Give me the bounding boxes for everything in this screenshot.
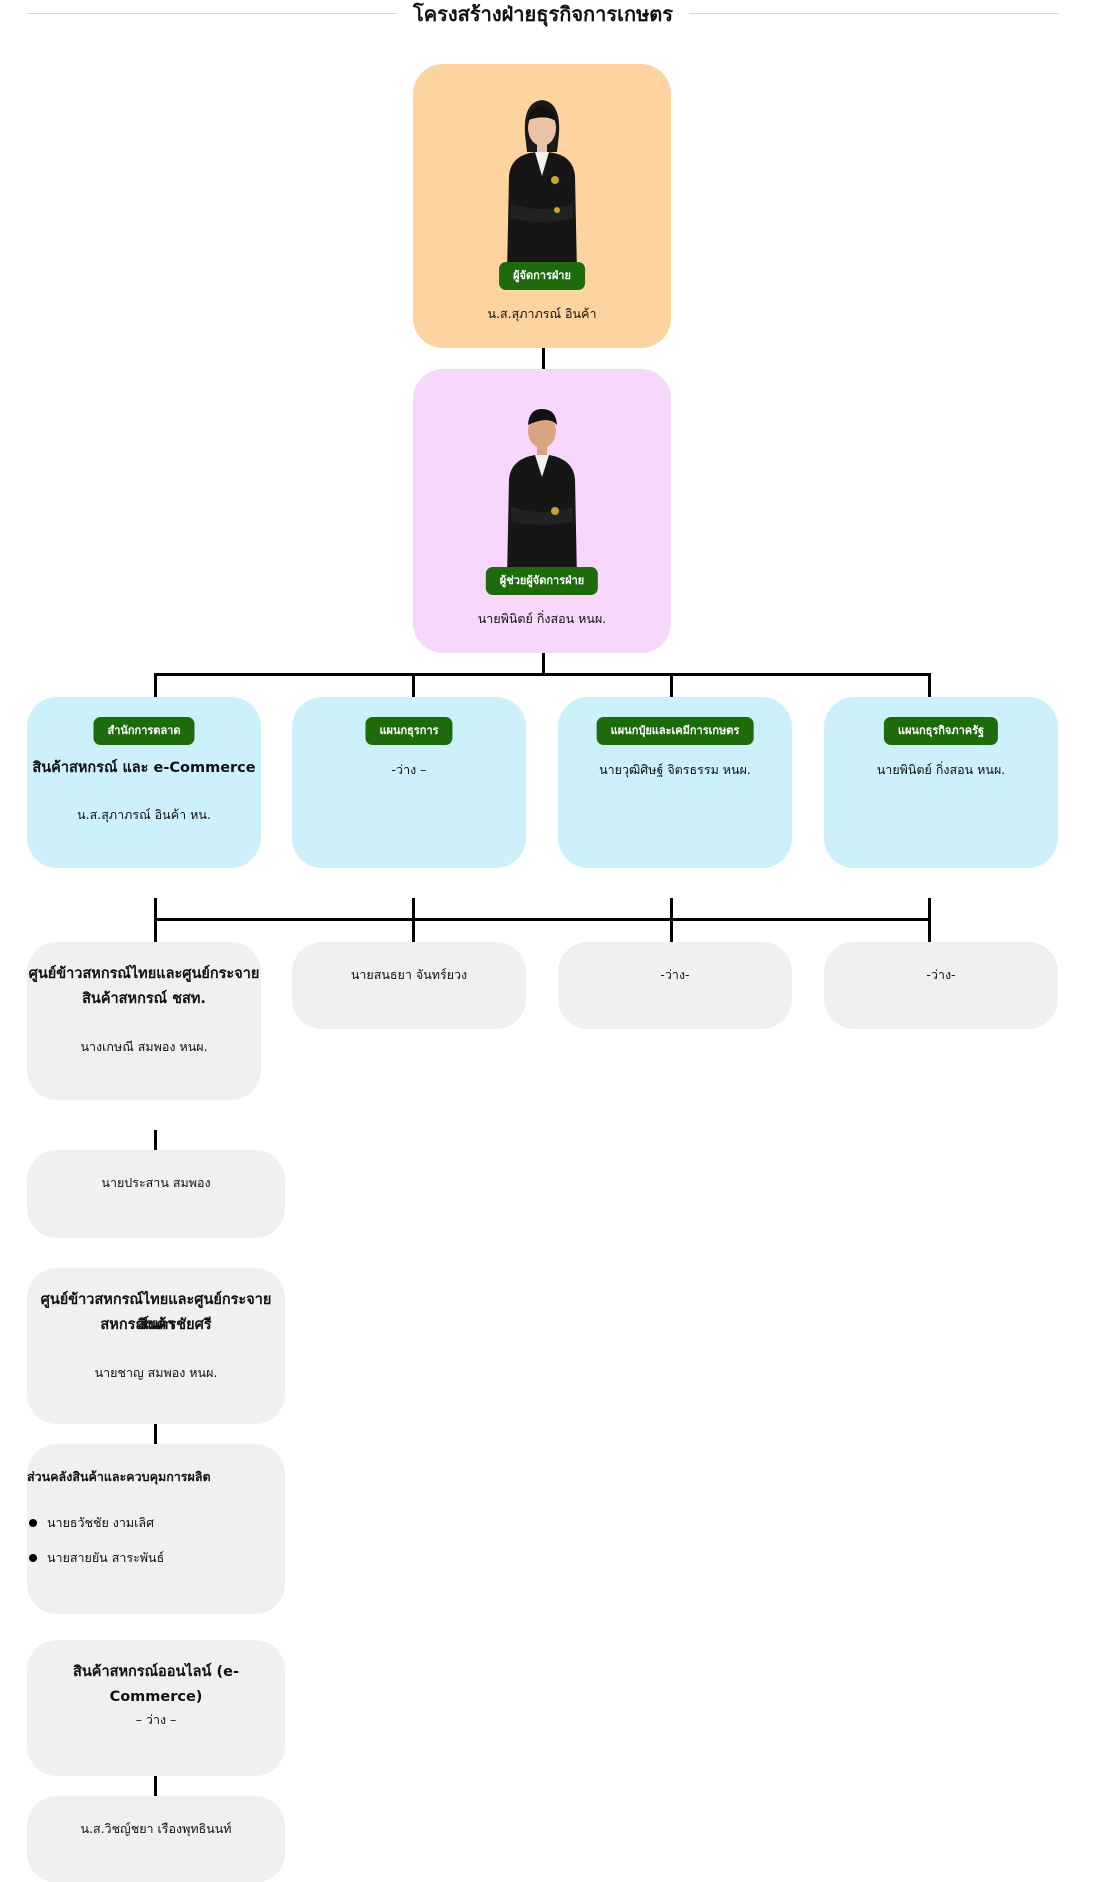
- connector-subunit-4: [928, 898, 931, 942]
- department-head-government: นายพินิตย์ กิ่งสอน หนผ.: [876, 762, 1006, 777]
- warehouse-member-list: นายธวัชชัย งามเลิศ นายสายยัน สาระพันธ์: [27, 1514, 164, 1584]
- staff-name-prasan: นายประสาน สมพอง: [101, 1175, 211, 1190]
- connector-department-bus: [154, 673, 931, 676]
- department-card-fertilizer: แผนกปุ๋ยและเคมีการเกษตร นายวุฒิศิษฐ์ จิต…: [558, 697, 792, 868]
- subunit-card-rice-center: ศูนย์ข้าวสหกรณ์ไทยและศูนย์กระจาย สินค้าส…: [27, 942, 261, 1100]
- subunit-name-government-staff: -ว่าง-: [926, 967, 956, 982]
- connector-department-2: [412, 673, 415, 697]
- assistant-card: ผู้ช่วยผู้จัดการฝ่าย นายพินิตย์ กิ่งสอน …: [413, 369, 671, 653]
- subunit-card-admin-staff: นายสนธยา จันทร์ยวง: [292, 942, 526, 1029]
- department-badge-fertilizer: แผนกปุ๋ยและเคมีการเกษตร: [596, 717, 754, 745]
- page-title-text: โครงสร้างฝ่ายธุรกิจการเกษตร: [399, 2, 687, 26]
- subunit-name-admin-staff: นายสนธยา จันทร์ยวง: [350, 967, 468, 982]
- subunit-name-fertilizer-staff: -ว่าง-: [660, 967, 690, 982]
- connector-col1-a: [154, 1130, 157, 1150]
- department-card-marketing: สำนักการตลาด สินค้าสหกรณ์ และ e-Commerce…: [27, 697, 261, 868]
- subunit-card-fertilizer-staff: -ว่าง-: [558, 942, 792, 1029]
- connector-subunit-bus: [154, 918, 931, 921]
- connector-subunit-3: [670, 898, 673, 942]
- page-title: โครงสร้างฝ่ายธุรกิจการเกษตร: [27, 0, 1059, 28]
- manager-name: น.ส.สุภาภรณ์ อินค้า: [487, 306, 597, 321]
- department-badge-admin: แผนกธุรการ: [365, 717, 453, 745]
- department-head-fertilizer: นายวุฒิศิษฐ์ จิตรธรรม หนผ.: [599, 762, 751, 777]
- connector-col1-c: [154, 1776, 157, 1796]
- department-head-admin: -ว่าง –: [391, 762, 427, 777]
- connector-department-3: [670, 673, 673, 697]
- manager-role-badge: ผู้จัดการฝ่าย: [499, 262, 585, 290]
- connector-department-4: [928, 673, 931, 697]
- connector-subunit-1: [154, 898, 157, 942]
- assistant-role-badge: ผู้ช่วยผู้จัดการฝ่าย: [485, 567, 599, 595]
- ecommerce-card: สินค้าสหกรณ์ออนไลน์ (e-Commerce) – ว่าง …: [27, 1640, 285, 1776]
- warehouse-heading: ส่วนคลังสินค้าและควบคุมการผลิต: [27, 1469, 211, 1484]
- connector-assistant-bus: [542, 653, 545, 675]
- staff-card-witchaya: น.ส.วิชญ์ชยา เรืองพุทธินนท์: [27, 1796, 285, 1882]
- connector-department-1: [154, 673, 157, 697]
- subunit-heading-line1: ศูนย์ข้าวสหกรณ์ไทยและศูนย์กระจาย: [28, 966, 260, 982]
- subunit-head-rice-center: นางเกษณี สมพอง หนผ.: [80, 1039, 208, 1054]
- nakhonchaisi-heading-line2: สหกรณ์นครชัยศรี: [100, 1317, 212, 1333]
- connector-subunit-2: [412, 898, 415, 942]
- assistant-photo: [507, 409, 577, 579]
- chart-title-row: โครงสร้างฝ่ายธุรกิจการเกษตร: [27, 0, 1059, 28]
- manager-photo: [507, 100, 577, 274]
- warehouse-member: นายธวัชชัย งามเลิศ: [27, 1514, 164, 1549]
- subunit-card-nakhonchaisi: ศูนย์ข้าวสหกรณ์ไทยและศูนย์กระจายสินค้า ส…: [27, 1268, 285, 1424]
- subunit-heading-line2: สินค้าสหกรณ์ ชสท.: [82, 991, 206, 1007]
- department-badge-government: แผนกธุรกิจภาครัฐ: [883, 717, 999, 745]
- title-rule-right: [689, 13, 1059, 14]
- staff-card-prasan: นายประสาน สมพอง: [27, 1150, 285, 1238]
- department-card-admin: แผนกธุรการ -ว่าง –: [292, 697, 526, 868]
- assistant-name: นายพินิตย์ กิ่งสอน หนผ.: [477, 611, 607, 626]
- ecommerce-head: – ว่าง –: [135, 1712, 177, 1727]
- department-heading-marketing: สินค้าสหกรณ์ และ e-Commerce: [32, 760, 256, 776]
- warehouse-card: ส่วนคลังสินค้าและควบคุมการผลิต นายธวัชชั…: [27, 1444, 285, 1614]
- department-badge-marketing: สำนักการตลาด: [93, 717, 195, 745]
- connector-col1-b: [154, 1424, 157, 1444]
- warehouse-member: นายสายยัน สาระพันธ์: [27, 1549, 164, 1584]
- department-card-government: แผนกธุรกิจภาครัฐ นายพินิตย์ กิ่งสอน หนผ.: [824, 697, 1058, 868]
- ecommerce-heading: สินค้าสหกรณ์ออนไลน์ (e-Commerce): [73, 1664, 239, 1705]
- manager-card: ผู้จัดการฝ่าย น.ส.สุภาภรณ์ อินค้า: [413, 64, 671, 348]
- subunit-card-government-staff: -ว่าง-: [824, 942, 1058, 1029]
- nakhonchaisi-heading-line1: ศูนย์ข้าวสหกรณ์ไทยและศูนย์กระจายสินค้า: [40, 1292, 272, 1333]
- title-rule-left: [27, 13, 397, 14]
- connector-manager-assistant: [542, 348, 545, 369]
- staff-name-witchaya: น.ส.วิชญ์ชยา เรืองพุทธินนท์: [80, 1821, 232, 1836]
- department-head-marketing: น.ส.สุภาภรณ์ อินค้า หน.: [77, 807, 211, 822]
- nakhonchaisi-head: นายชาญ สมพอง หนผ.: [94, 1365, 218, 1380]
